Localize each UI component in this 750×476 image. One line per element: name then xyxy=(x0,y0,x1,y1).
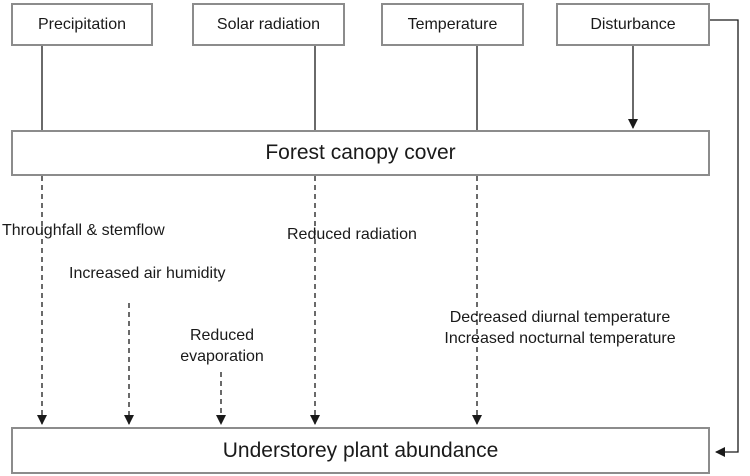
disturbance-understorey-arrow xyxy=(710,19,739,457)
humidity-label: Increased air humidity xyxy=(69,265,226,282)
understorey-box: Understorey plant abundance xyxy=(11,427,710,474)
precipitation-box: Precipitation xyxy=(11,3,153,46)
solar-radiation-label: Solar radiation xyxy=(216,15,321,33)
temperature-effect-label: Decreased diurnal temperature Increased … xyxy=(420,307,700,349)
throughfall-label: Throughfall & stemflow xyxy=(2,222,165,239)
nocturnal-label: Increased nocturnal temperature xyxy=(444,330,676,347)
canopy-label: Forest canopy cover xyxy=(265,141,456,164)
precipitation-label: Precipitation xyxy=(37,15,127,33)
evaporation-label-line2: evaporation xyxy=(180,348,264,365)
canopy-box: Forest canopy cover xyxy=(11,130,710,176)
disturbance-label: Disturbance xyxy=(590,15,676,33)
understorey-label: Understorey plant abundance xyxy=(222,438,499,462)
evaporation-label-line1: Reduced xyxy=(189,327,255,344)
temperature-box: Temperature xyxy=(381,3,524,46)
solar-radiation-box: Solar radiation xyxy=(192,3,345,46)
radiation-label: Reduced radiation xyxy=(287,226,417,243)
diurnal-label: Decreased diurnal temperature xyxy=(449,309,671,326)
temperature-label: Temperature xyxy=(407,15,498,33)
disturbance-box: Disturbance xyxy=(556,3,710,46)
evaporation-label: Reduced evaporation xyxy=(170,325,274,367)
